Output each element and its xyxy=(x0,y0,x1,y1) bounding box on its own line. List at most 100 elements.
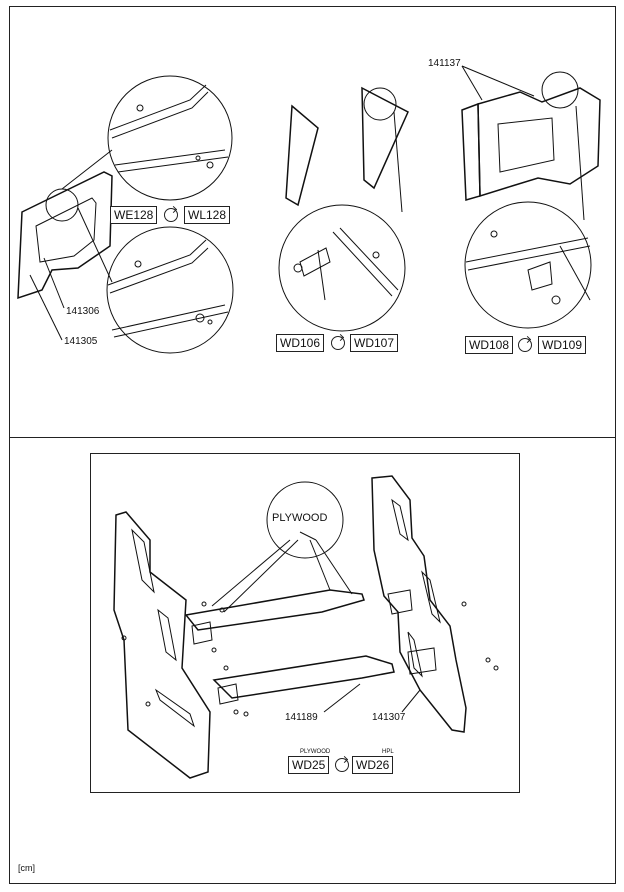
plywood-leader-4 xyxy=(315,539,353,595)
leader-141137-b xyxy=(461,65,535,97)
panel-a-detail-bottom-edge xyxy=(107,239,209,294)
assembly-bracket-right-lower xyxy=(407,647,437,675)
panel-a-drawing xyxy=(17,75,234,354)
panel-c-zoom-marker xyxy=(541,71,579,109)
assembly-bolt-1 xyxy=(201,601,207,607)
panel-c-detail-nut xyxy=(551,295,561,305)
unit-label: [cm] xyxy=(18,863,35,873)
assembly-bracket-left-lower xyxy=(217,683,239,705)
panel-a-detail-top-nut2 xyxy=(195,155,201,161)
assembly-bolt-3 xyxy=(211,647,217,653)
assembly-upper-shelf xyxy=(184,589,365,631)
panel-b-detail-plate xyxy=(332,227,399,297)
assembly-bolt-8 xyxy=(485,657,491,663)
swap-arrow-icon xyxy=(335,758,349,772)
panel-a-detail-top-bolt xyxy=(136,104,144,112)
panel-c-detail-side xyxy=(559,245,591,301)
drawing-sheet-border xyxy=(9,6,616,884)
panel-b-detail-bolt xyxy=(372,251,380,259)
panel-a-detail-bottom-nut xyxy=(195,313,205,323)
panel-c-detail xyxy=(464,201,592,329)
assembly-bolt-5 xyxy=(233,709,239,715)
assembly-bolt-2 xyxy=(219,607,225,613)
panel-a-detail-bottom-bolt xyxy=(134,260,142,268)
swap-arrow-icon xyxy=(331,336,345,350)
panel-a-window xyxy=(35,197,97,263)
leader-141305 xyxy=(29,274,63,341)
assembly-bolt-9 xyxy=(493,665,499,671)
variant-code-wd26: WD26 xyxy=(352,756,394,774)
assembly-right-slot-low xyxy=(407,631,423,678)
assembly-right-side-panel xyxy=(371,475,467,733)
assembly-bolt-10 xyxy=(121,635,127,641)
assembly-bolt-4 xyxy=(223,665,229,671)
assembly-right-slot-top xyxy=(391,498,409,542)
panel-b-drawing xyxy=(278,86,409,332)
panel-b-zoom-marker xyxy=(363,87,397,121)
panel-c-box-front xyxy=(461,102,481,201)
variant-code-wd107: WD107 xyxy=(350,334,399,352)
assembly-right-slot-mid xyxy=(421,570,441,624)
section-divider xyxy=(9,437,616,438)
part-label-141137: 141137 xyxy=(428,58,461,69)
panel-b-detail-nut xyxy=(293,263,303,273)
panel-c-detail-bolt xyxy=(490,230,498,238)
assembly-bolt-6 xyxy=(243,711,249,717)
assembly-bolt-7 xyxy=(461,601,467,607)
variant-code-wd25: WD25 xyxy=(288,756,330,774)
assembly-left-slot-mid xyxy=(157,608,177,662)
panel-a-leader-top xyxy=(61,149,113,190)
panel-a-detail-top xyxy=(107,75,233,201)
leader-141137-a xyxy=(461,65,483,101)
panel-b-leader xyxy=(393,111,403,213)
panel-a-zoom-marker xyxy=(45,188,79,222)
panel-c-drawing xyxy=(461,65,601,329)
panel-c-detail-bracket xyxy=(527,261,553,291)
assembly-left-side-panel xyxy=(113,511,211,779)
panel-c-box-back xyxy=(477,87,601,198)
swap-arrow-icon xyxy=(164,208,178,222)
panel-b-detail-bracket-arm xyxy=(317,249,326,301)
assembly-frame xyxy=(90,453,520,793)
variant-code-wd106: WD106 xyxy=(276,334,325,352)
panel-c-leader xyxy=(575,105,585,221)
plywood-callout-circle xyxy=(266,481,344,559)
part-label-141305: 141305 xyxy=(64,336,98,347)
panel-a-detail-bottom-plate xyxy=(111,304,229,338)
assembly-bracket-left-upper xyxy=(191,621,213,645)
panel-a-detail-top-nut xyxy=(206,161,214,169)
panel-b-detail-bracket xyxy=(299,247,331,277)
assembly-lower-shelf xyxy=(212,655,395,699)
part-label-141189: 141189 xyxy=(285,712,318,723)
panel-a-detail-top-plate xyxy=(114,149,229,173)
assembly-bolt-11 xyxy=(145,701,151,707)
material-label-plywood: PLYWOOD xyxy=(300,749,331,755)
panel-a-side-plate xyxy=(17,171,113,300)
plywood-leader-2 xyxy=(223,539,299,613)
assembly-left-slot-top xyxy=(131,528,155,594)
leader-141189 xyxy=(323,683,361,713)
variant-code-we128: WE128 xyxy=(110,206,158,224)
leader-141307 xyxy=(401,689,421,713)
panel-c-detail-plate xyxy=(465,237,591,271)
panel-a-detail-bottom-nut2 xyxy=(207,319,213,325)
panel-c-box-inner xyxy=(497,117,555,173)
swap-arrow-icon xyxy=(518,338,532,352)
part-label-141306: 141306 xyxy=(66,306,100,317)
plywood-callout-label: PLYWOOD xyxy=(272,512,328,524)
part-label-141307: 141307 xyxy=(372,712,406,723)
panel-a-leader-bottom xyxy=(77,207,113,283)
assembly-left-slot-low xyxy=(154,688,195,728)
material-label-hpl: HPL xyxy=(382,749,394,755)
variant-code-wd108: WD108 xyxy=(465,336,514,354)
plywood-leader-1 xyxy=(211,539,291,607)
assembly-bracket-right-upper xyxy=(387,589,413,615)
assembly-drawing xyxy=(113,475,499,779)
variant-code-wd109: WD109 xyxy=(538,336,587,354)
panel-b-plate-right xyxy=(361,86,409,190)
panel-a-detail-bottom xyxy=(106,226,234,354)
panel-a-detail-top-edge xyxy=(109,84,209,139)
leader-141306 xyxy=(43,257,65,309)
panel-b-detail xyxy=(278,204,406,332)
